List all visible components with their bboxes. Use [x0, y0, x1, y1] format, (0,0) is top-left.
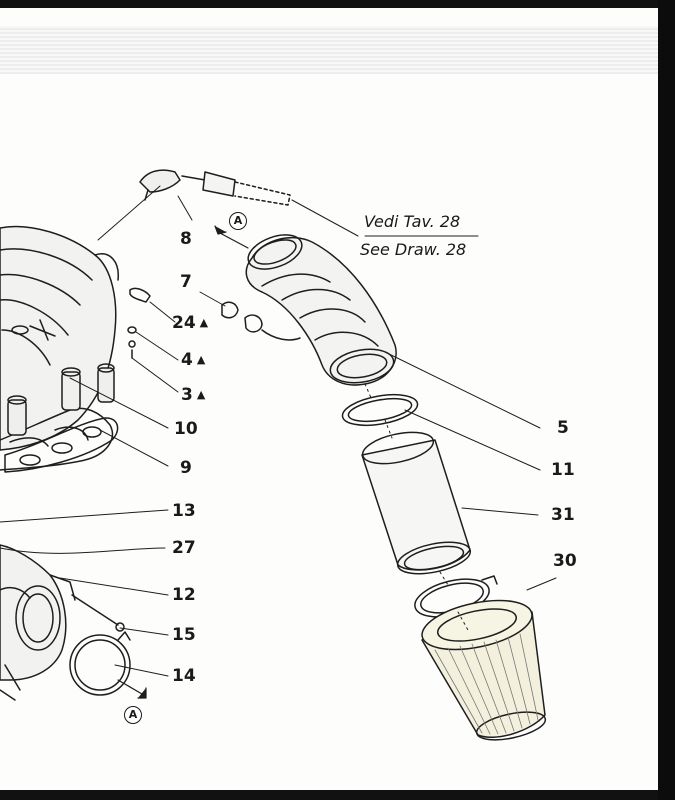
reference-text-english: See Draw. 28: [360, 240, 467, 259]
leader-lines: [0, 185, 557, 677]
triangle-marker: ▲: [196, 388, 206, 401]
reference-text-italian: Vedi Tav. 28: [364, 212, 461, 231]
callout-11: 11: [551, 460, 575, 480]
marker-a-bottom: A: [124, 706, 142, 724]
intake-manifold-drawing: [0, 225, 119, 473]
callout-3: 3▲: [181, 385, 206, 405]
callout-4: 4▲: [181, 350, 206, 370]
callout-13: 13: [172, 501, 196, 521]
scan-noise-band: [0, 26, 658, 74]
throttle-body-drawing: [0, 544, 131, 701]
filter-adapter-tube-drawing: [361, 431, 472, 575]
callout-9: 9: [180, 458, 192, 478]
callout-7: 7: [180, 272, 192, 292]
callout-15: 15: [172, 625, 196, 645]
callout-5: 5: [557, 418, 569, 438]
assembly-axis: [364, 383, 469, 631]
hose-clip-drawing: [221, 301, 301, 341]
callout-8: 8: [180, 229, 192, 249]
callout-10: 10: [174, 419, 198, 439]
callout-27: 27: [172, 538, 196, 558]
callout-30: 30: [553, 551, 577, 571]
callout-24: 24▲: [172, 313, 209, 333]
cone-air-filter-drawing: [421, 599, 547, 741]
marker-a-top: A: [229, 212, 247, 230]
triangle-marker: ▲: [196, 353, 206, 366]
dark-border-right: [658, 0, 675, 800]
triangle-marker: ▲: [199, 316, 209, 329]
intake-elbow-hose-drawing: [245, 234, 397, 386]
reference-arrows: [117, 225, 249, 699]
sensor-plug-drawing: [139, 169, 291, 206]
bracket-hardware-drawing: [127, 287, 151, 359]
callout-14: 14: [172, 666, 196, 686]
callout-12: 12: [172, 585, 196, 605]
hose-clamp-drawing: [341, 393, 419, 427]
callout-31: 31: [551, 505, 575, 525]
